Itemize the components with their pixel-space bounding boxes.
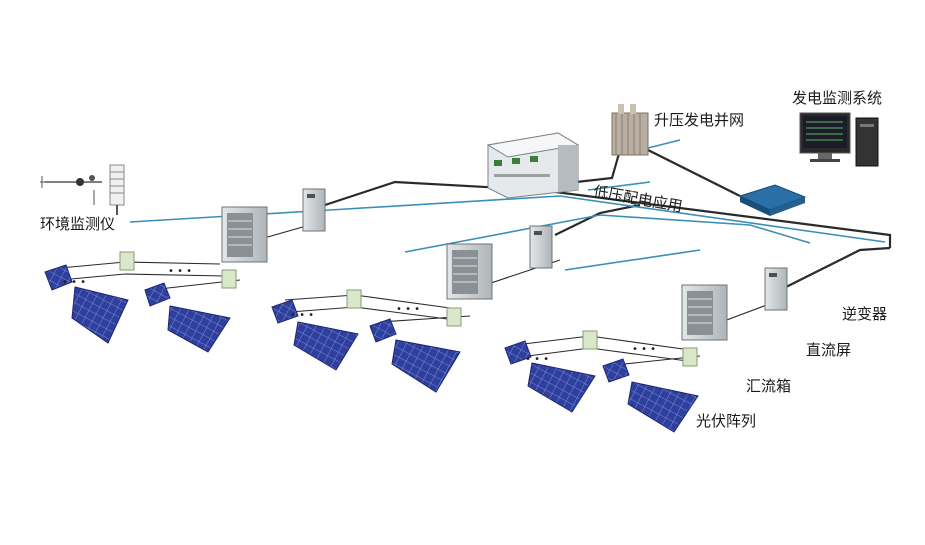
ellipsis: • • • bbox=[290, 310, 314, 321]
ellipsis: • • • bbox=[525, 354, 549, 365]
transformer bbox=[611, 104, 649, 156]
combiner-box bbox=[119, 251, 135, 271]
pv-array-group-1 bbox=[44, 264, 231, 353]
pv-panel-small bbox=[144, 282, 171, 307]
data-logger bbox=[738, 184, 807, 216]
ac-bus-lines bbox=[324, 149, 892, 291]
combiner-box bbox=[682, 347, 698, 367]
pv-panel-large bbox=[71, 286, 129, 344]
inverter-unit bbox=[302, 188, 326, 232]
inverter-unit bbox=[529, 225, 553, 269]
label-dc-panel: 直流屏 bbox=[806, 341, 852, 359]
pv-panel-large bbox=[167, 305, 231, 353]
pv-panel-large bbox=[527, 362, 596, 413]
label-inverter: 逆变器 bbox=[842, 305, 888, 323]
dc-panel-cabinet bbox=[681, 284, 728, 341]
weather-station bbox=[40, 164, 125, 215]
label-combiner-box: 汇流箱 bbox=[746, 377, 792, 395]
label-pv-array: 光伏阵列 bbox=[696, 412, 757, 430]
inverter-unit bbox=[764, 267, 788, 311]
combiner-box bbox=[446, 307, 462, 327]
pv-array-group-3 bbox=[504, 340, 699, 433]
combiner-box bbox=[582, 330, 598, 350]
label-env-monitor: 环境监测仪 bbox=[40, 215, 116, 233]
ellipsis: • • • bbox=[62, 277, 86, 288]
switchgear-cabinet bbox=[486, 132, 580, 199]
combiner-box bbox=[346, 289, 362, 309]
label-grid-connection: 升压发电并网 bbox=[654, 111, 745, 129]
pv-panel-large bbox=[391, 339, 461, 393]
ellipsis: • • • bbox=[632, 344, 656, 355]
dc-panels bbox=[221, 206, 728, 341]
ellipsis-marks: • • • • • • • • • • • • • • • • • • bbox=[62, 266, 656, 365]
combiner-boxes bbox=[119, 251, 698, 367]
monitoring-computer bbox=[799, 112, 879, 167]
ellipsis: • • • bbox=[168, 266, 192, 277]
pv-panel-small bbox=[602, 358, 630, 383]
dc-panel-cabinet bbox=[221, 206, 268, 263]
pv-panel-small bbox=[44, 264, 73, 291]
pv-panel-large bbox=[627, 381, 699, 433]
label-monitoring-system: 发电监测系统 bbox=[792, 89, 883, 107]
pv-panel-small bbox=[369, 318, 397, 343]
ellipsis: • • • bbox=[396, 304, 420, 315]
pv-panel-small bbox=[271, 299, 299, 324]
dc-panel-cabinet bbox=[446, 243, 493, 300]
pv-panel-small bbox=[504, 340, 532, 365]
pv-panel-large bbox=[293, 321, 359, 371]
pc-tower bbox=[855, 117, 879, 167]
inverters bbox=[302, 188, 788, 311]
combiner-box bbox=[221, 269, 237, 289]
pv-array-group-2 bbox=[271, 299, 461, 393]
